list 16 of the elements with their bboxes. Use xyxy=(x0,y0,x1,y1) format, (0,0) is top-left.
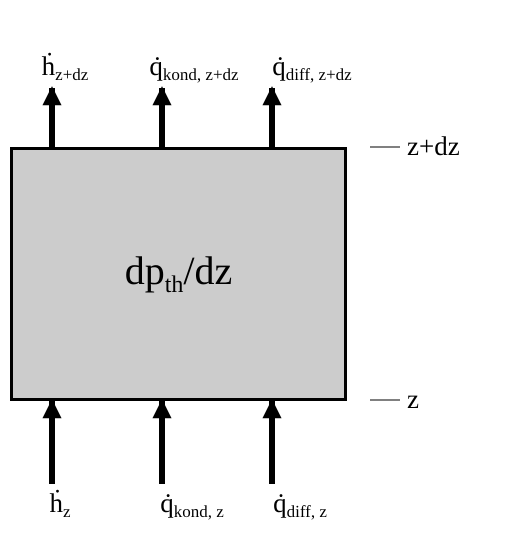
flow-label: q̇$_{diff, z+dz}$ xyxy=(272,53,352,83)
flow-label: q̇$_{diff, z}$ xyxy=(273,490,327,520)
arrow xyxy=(262,86,282,147)
arrow xyxy=(42,86,62,147)
flow-label: ḣ$_{z+dz}$ xyxy=(42,53,88,83)
arrow xyxy=(152,86,172,147)
box-label: dp$_{th}$/dz xyxy=(124,251,232,297)
process-box xyxy=(10,147,347,401)
arrow xyxy=(152,399,172,484)
flow-label: q̇$_{kond, z}$ xyxy=(160,490,224,520)
arrow xyxy=(262,399,282,484)
level-label: z xyxy=(407,386,419,413)
flow-label: q̇$_{kond, z+dz}$ xyxy=(149,53,239,83)
arrow xyxy=(42,399,62,484)
level-label: z+dz xyxy=(407,133,460,160)
flow-label: ḣ$_{z}$ xyxy=(49,490,71,520)
